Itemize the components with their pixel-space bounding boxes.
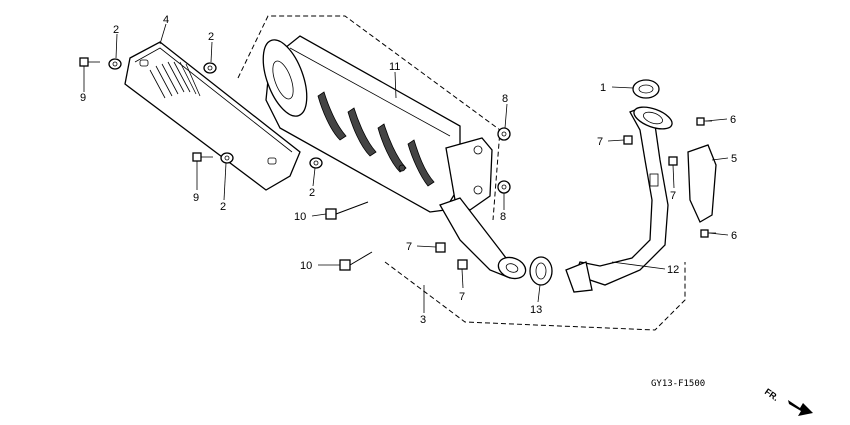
pipe-protector bbox=[687, 144, 717, 223]
callout-7a: 7 bbox=[406, 241, 412, 253]
callout-13: 13 bbox=[530, 304, 542, 316]
direction-arrow-icon bbox=[788, 400, 813, 416]
gasket-1 bbox=[632, 79, 660, 99]
callout-7b: 7 bbox=[459, 291, 465, 303]
muffler bbox=[262, 35, 527, 280]
callout-7d: 7 bbox=[670, 190, 676, 202]
callout-6b: 6 bbox=[731, 230, 737, 242]
washer-2a bbox=[108, 58, 122, 70]
diagram-code: GY13-F1500 bbox=[651, 379, 705, 389]
front-direction-indicator: FR. bbox=[763, 386, 813, 416]
exhaust-pipe bbox=[565, 106, 673, 293]
bolt-10b bbox=[339, 251, 373, 271]
callout-7c: 7 bbox=[597, 136, 603, 148]
callout-10a: 10 bbox=[294, 211, 306, 223]
callout-2c: 2 bbox=[220, 201, 226, 213]
bolt-9b bbox=[192, 152, 213, 162]
callout-11: 11 bbox=[389, 61, 400, 73]
nut-7b bbox=[457, 259, 468, 270]
callout-2b: 2 bbox=[208, 31, 214, 43]
callout-2d: 2 bbox=[309, 187, 315, 199]
callout-9a: 9 bbox=[80, 92, 86, 104]
washer-2b bbox=[203, 62, 217, 74]
callout-8b: 8 bbox=[500, 211, 506, 223]
gasket-13 bbox=[529, 256, 553, 286]
callout-5: 5 bbox=[731, 153, 737, 165]
gasket-13-inner bbox=[535, 262, 547, 280]
callout-8a: 8 bbox=[502, 93, 508, 105]
callout-6a: 6 bbox=[730, 114, 736, 126]
callout-2a: 2 bbox=[113, 24, 119, 36]
callout-3: 3 bbox=[420, 314, 426, 326]
washer-2c bbox=[220, 152, 234, 164]
heat-protector bbox=[124, 41, 301, 191]
bolt-6a bbox=[696, 117, 712, 126]
nut-7a bbox=[435, 242, 446, 253]
muffler-group-outline bbox=[237, 15, 501, 221]
washer-8a bbox=[497, 127, 511, 141]
callout-10b: 10 bbox=[300, 260, 312, 272]
nut-7c bbox=[623, 135, 633, 145]
washer-2d bbox=[309, 157, 323, 169]
bolt-10a bbox=[325, 201, 369, 220]
assembly-group-outline bbox=[384, 261, 686, 331]
leader-lines bbox=[83, 23, 729, 313]
callout-12: 12 bbox=[667, 264, 679, 276]
direction-label: FR. bbox=[763, 386, 781, 403]
bolt-9a bbox=[79, 57, 100, 67]
callout-1: 1 bbox=[600, 82, 606, 94]
callout-4: 4 bbox=[163, 14, 169, 26]
nut-7d bbox=[668, 156, 678, 166]
gasket-1-inner bbox=[638, 84, 654, 94]
callout-9b: 9 bbox=[193, 192, 199, 204]
washer-8b bbox=[497, 180, 511, 194]
